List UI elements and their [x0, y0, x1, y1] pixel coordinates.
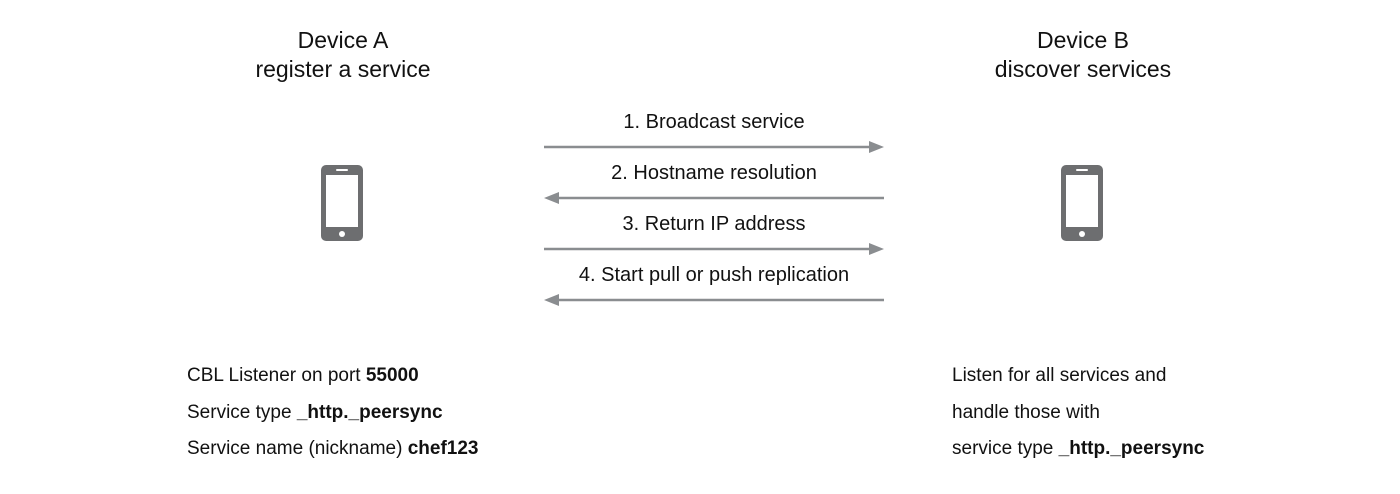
arrow-right — [544, 243, 884, 255]
message-2-label: 2. Hostname resolution — [611, 162, 817, 184]
device-b-info-line: handle those with — [952, 401, 1100, 423]
device-a-role: register a service — [255, 56, 431, 82]
device-a-info-line: CBL Listener on port 55000 — [187, 365, 419, 386]
service-type-value: _http._peersync — [296, 401, 443, 423]
device-b-role: discover services — [994, 56, 1172, 82]
smartphone-icon — [1061, 165, 1103, 241]
device-a-name: Device A — [297, 27, 389, 53]
device-a-info-line: Service type _http._peersync — [187, 401, 443, 423]
message-4-label: 4. Start pull or push replication — [578, 264, 850, 286]
smartphone-icon — [321, 165, 363, 241]
device-b-info: Listen for all services and handle those… — [952, 358, 1204, 468]
device-b-name: Device B — [1036, 27, 1130, 53]
device-a-info-line: Service name (nickname) chef123 — [187, 438, 479, 459]
message-1-label: 1. Broadcast service — [623, 111, 805, 133]
port-value: 55000 — [365, 365, 419, 386]
device-b-info-line: Listen for all services and — [952, 365, 1167, 386]
service-name-value: chef123 — [407, 438, 479, 459]
message-3-label: 3. Return IP address — [622, 213, 806, 235]
device-b-info-line: service type _http._peersync — [952, 438, 1205, 459]
service-type-value: _http._peersync — [1058, 438, 1205, 459]
arrow-left — [544, 192, 884, 204]
device-a-heading: Device A register a service — [183, 26, 503, 84]
device-a-info: CBL Listener on port 55000 Service type … — [187, 358, 478, 468]
arrow-left — [544, 294, 884, 306]
arrow-right — [544, 141, 884, 153]
device-b-heading: Device B discover services — [923, 26, 1243, 84]
